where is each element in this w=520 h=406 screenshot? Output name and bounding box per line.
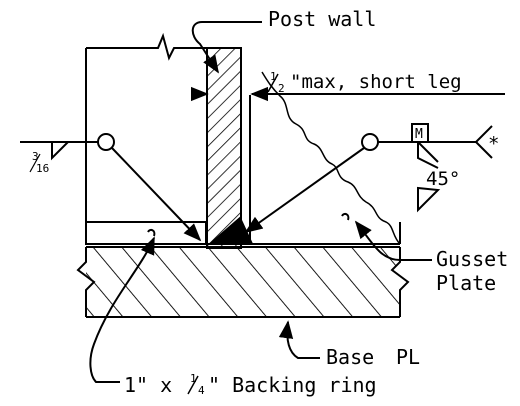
flag-box: [411, 123, 429, 143]
backing-ring-denominator: 4: [198, 384, 205, 397]
right-weld-arrow: [244, 147, 365, 234]
top-break-line: [86, 32, 207, 61]
gap-fraction-bar: [267, 73, 279, 93]
base-plate-symbol: PL: [396, 345, 420, 369]
post-wall-leader: [191, 21, 262, 74]
tick-right: [341, 212, 350, 221]
left-weld-fraction-bar: [29, 153, 41, 173]
gap-fraction-denominator: 2: [278, 82, 285, 95]
tick-left: [147, 228, 156, 237]
post-wall: [206, 47, 242, 249]
left-weld-arrow: [111, 147, 202, 242]
backing-ring-fraction-bar: [187, 375, 199, 395]
left-weld-denominator: 16: [36, 162, 49, 175]
base-label: Base: [326, 345, 374, 369]
gap-fraction-numerator: 1: [270, 70, 277, 83]
base-plate: [86, 247, 400, 317]
gusset-wavy-edge: [261, 71, 401, 245]
tail-symbol: [475, 125, 493, 159]
left-fillet-symbol: [51, 141, 69, 161]
left-weld-numerator: 3: [32, 150, 39, 163]
backing-ring: [85, 221, 207, 245]
backing-ring-numerator: 1: [190, 372, 197, 385]
gusset-leader: [354, 220, 432, 261]
right-weld-all-around: [361, 133, 379, 151]
backing-ring-prefix: 1" x: [124, 373, 172, 397]
gusset-label-line1: Gusset: [436, 247, 508, 271]
post-wall-label: Post wall: [268, 7, 376, 31]
bevel-symbol-bottom: [417, 186, 441, 213]
gap-note: "max, short leg: [290, 71, 462, 93]
flag-letter: M: [415, 127, 423, 142]
base-left-break: [76, 247, 96, 317]
backing-ring-suffix: " Backing ring: [208, 373, 377, 397]
gusset-label-line2: Plate: [436, 271, 496, 295]
bevel-angle: 45°: [426, 168, 460, 190]
tail-mark: *: [488, 133, 499, 155]
backing-ring-leader: [89, 236, 155, 383]
left-weld-all-around: [97, 133, 115, 151]
base-leader: [278, 320, 320, 359]
bevel-symbol-top: [417, 141, 439, 169]
